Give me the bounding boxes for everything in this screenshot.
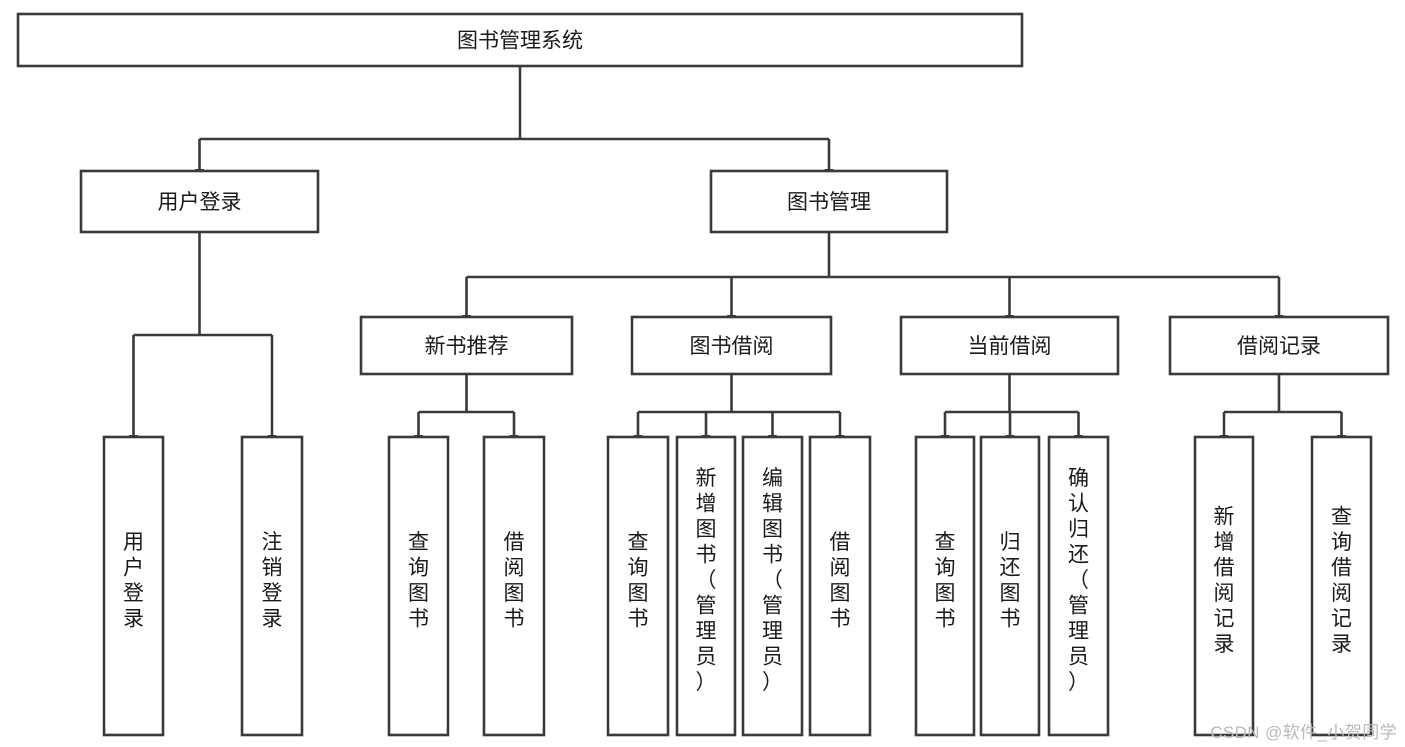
node-leaf-confirm-return[interactable]: 确认归还（管理员）: [1047, 435, 1110, 737]
node-label: 新增图书（管理员）: [696, 467, 717, 694]
node-label: 新书推荐: [425, 335, 509, 358]
node-rect: [979, 435, 1041, 737]
node-label: 图书管理系统: [457, 30, 583, 53]
node-label: 确认归还（管理员）: [1068, 467, 1089, 694]
node-leaf-add-record[interactable]: 新增借阅记录: [1193, 435, 1255, 737]
node-rect: [1168, 315, 1390, 376]
node-leaf-user-logout[interactable]: 注销登录: [240, 435, 304, 737]
node-label: 编辑图书（管理员）: [762, 467, 783, 694]
node-rect: [240, 435, 304, 737]
node-rect: [606, 435, 670, 737]
node-boxes: 图书管理系统用户登录图书管理新书推荐图书借阅当前借阅借阅记录用户登录注销登录查询…: [16, 12, 1390, 737]
node-current-borrow[interactable]: 当前借阅: [899, 315, 1120, 376]
node-label: 借阅记录: [1237, 335, 1321, 358]
node-book-borrow[interactable]: 图书借阅: [630, 315, 833, 376]
node-label: 借阅图书: [830, 531, 851, 631]
connector-lines: [128, 66, 1347, 445]
node-leaf-user-login[interactable]: 用户登录: [102, 435, 165, 737]
node-rect: [102, 435, 165, 737]
node-leaf-query-book-rec[interactable]: 查询图书: [387, 435, 450, 737]
node-rect: [16, 12, 1024, 68]
node-label: 图书借阅: [690, 335, 774, 358]
node-label: 查询图书: [408, 531, 429, 631]
node-label: 借阅图书: [504, 531, 525, 631]
node-leaf-query-book-cur[interactable]: 查询图书: [914, 435, 976, 737]
node-rect: [741, 435, 804, 737]
csdn-watermark: CSDN @软件_小贺同学: [1210, 723, 1397, 742]
node-rect: [1310, 435, 1373, 737]
node-rect: [808, 435, 872, 737]
node-rect: [482, 435, 546, 737]
node-label: 图书管理: [787, 191, 871, 214]
node-label: 注销登录: [262, 531, 283, 631]
node-rect: [387, 435, 450, 737]
node-rect: [1193, 435, 1255, 737]
node-label: 当前借阅: [968, 335, 1052, 358]
node-label: 查询图书: [935, 531, 956, 631]
node-leaf-return-book[interactable]: 归还图书: [979, 435, 1041, 737]
node-leaf-query-record[interactable]: 查询借阅记录: [1310, 435, 1373, 737]
node-rect: [899, 315, 1120, 376]
node-label: 用户登录: [158, 191, 242, 214]
node-leaf-borrow-book[interactable]: 借阅图书: [808, 435, 872, 737]
node-label: 查询借阅记录: [1331, 505, 1352, 656]
node-label: 新增借阅记录: [1214, 505, 1235, 656]
node-leaf-query-book-borrow[interactable]: 查询图书: [606, 435, 670, 737]
node-rect: [914, 435, 976, 737]
node-rect: [359, 315, 574, 376]
node-root[interactable]: 图书管理系统: [16, 12, 1024, 68]
node-user-login[interactable]: 用户登录: [79, 169, 320, 234]
node-label: 归还图书: [1000, 531, 1021, 631]
node-leaf-borrow-book-rec[interactable]: 借阅图书: [482, 435, 546, 737]
node-new-book-rec[interactable]: 新书推荐: [359, 315, 574, 376]
node-leaf-edit-book[interactable]: 编辑图书（管理员）: [741, 435, 804, 737]
node-label: 查询图书: [628, 531, 649, 631]
node-rect: [675, 435, 737, 737]
node-label: 用户登录: [123, 531, 144, 631]
node-book-manage[interactable]: 图书管理: [709, 169, 949, 234]
node-borrow-record[interactable]: 借阅记录: [1168, 315, 1390, 376]
node-rect: [630, 315, 833, 376]
node-leaf-add-book[interactable]: 新增图书（管理员）: [675, 435, 737, 737]
node-rect: [709, 169, 949, 234]
node-rect: [79, 169, 320, 234]
node-rect: [1047, 435, 1110, 737]
